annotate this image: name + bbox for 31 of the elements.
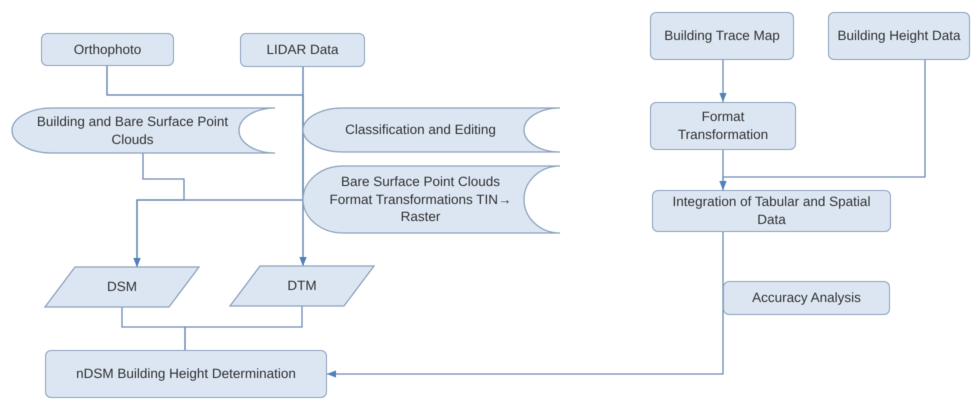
display-shape	[303, 166, 560, 233]
process-box	[650, 102, 796, 150]
process-box	[652, 190, 891, 232]
node-label: Building Height Data	[837, 27, 961, 45]
node-label: DSM	[107, 278, 137, 296]
node-label: Orthophoto	[74, 40, 142, 58]
display-shape	[12, 108, 275, 153]
node-label: Classification and Editing	[345, 121, 496, 139]
node-label: Building and Bare Surface Point Clouds	[36, 112, 230, 148]
node-label: nDSM Building Height Determination	[76, 365, 296, 383]
process-box	[828, 12, 970, 60]
node-label: Integration of Tabular and Spatial Data	[672, 193, 872, 229]
node-label: Building Trace Map	[664, 27, 780, 45]
node-label: LIDAR Data	[266, 41, 339, 59]
process-box	[45, 350, 327, 398]
node-label: Bare Surface Point Clouds Format Transformations TIN→ Raster	[328, 173, 513, 226]
node-label: Format Transformation	[676, 108, 770, 144]
data-parallelogram	[45, 267, 199, 307]
process-box	[240, 33, 365, 67]
node-label: Accuracy Analysis	[752, 289, 861, 307]
process-box	[650, 12, 794, 60]
connector-arrow	[719, 150, 727, 190]
node-label: DTM	[287, 277, 317, 295]
process-box	[723, 281, 890, 315]
data-parallelogram	[230, 266, 374, 306]
connector-arrow	[719, 60, 727, 102]
display-shape	[303, 108, 560, 152]
connector-arrow	[133, 153, 185, 267]
process-box	[41, 33, 174, 66]
connector-arrow	[327, 232, 724, 378]
connector-arrow	[299, 67, 307, 266]
